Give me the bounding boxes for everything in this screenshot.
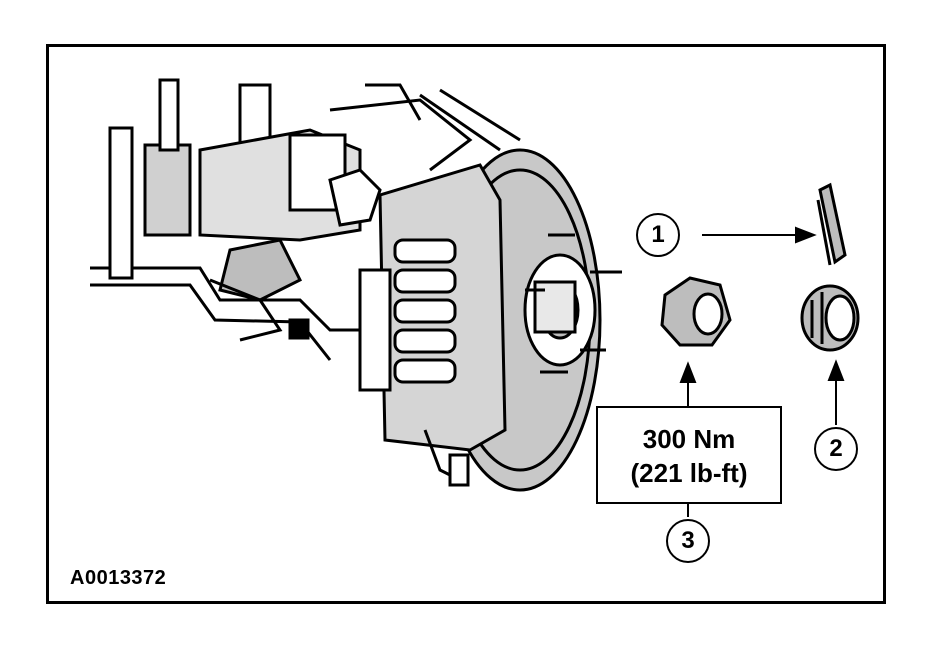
hub-nut-part (660, 276, 732, 347)
callout-1: 1 (636, 213, 680, 257)
nut-retainer-part (800, 284, 860, 352)
callout-2: 2 (814, 427, 858, 471)
callout-3: 3 (666, 519, 710, 563)
wheel-hub (523, 233, 622, 374)
suspension-assembly (90, 78, 521, 361)
cotter-pin-part (816, 182, 847, 266)
torque-imperial: (221 lb-ft) (630, 458, 748, 488)
brake-caliper (358, 163, 507, 487)
callout-leaders (679, 226, 845, 517)
figure-id: A0013372 (70, 567, 167, 589)
torque-spec-box: 300 Nm (221 lb-ft) (596, 406, 782, 504)
torque-metric: 300 Nm (642, 424, 736, 454)
